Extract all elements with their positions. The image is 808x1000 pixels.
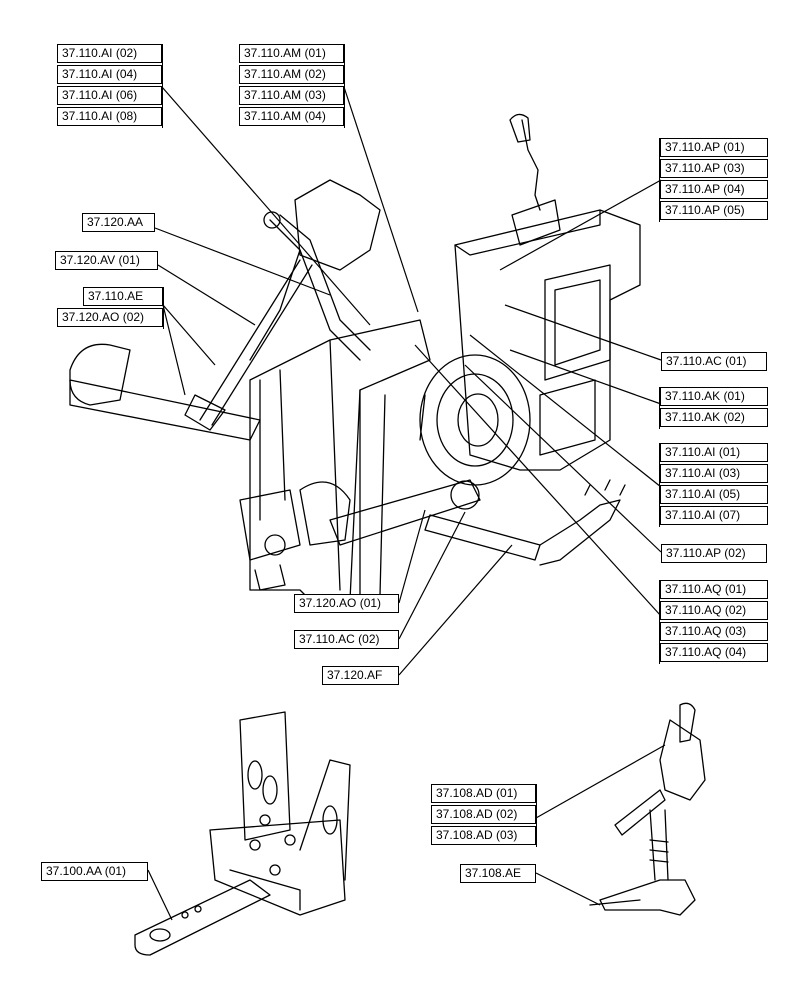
callout-ao-01: 37.120.AO (01) [294,594,399,613]
callout-ap-02: 37.110.AP (02) [661,544,767,563]
callout-am-03: 37.110.AM (03) [239,86,344,105]
callout-ak-02: 37.110.AK (02) [660,408,768,427]
callout-am-04: 37.110.AM (04) [239,107,344,126]
callout-ai-05: 37.110.AI (05) [660,485,768,504]
lever-assembly [590,703,705,915]
callout-ap-03: 37.110.AP (03) [660,159,768,178]
callout-am-01: 37.110.AM (01) [239,44,344,63]
callout-ai-04: 37.110.AI (04) [57,65,162,84]
callout-ai-01: 37.110.AI (01) [660,443,768,462]
label-group-ai-left: 37.110.AI (02) 37.110.AI (04) 37.110.AI … [57,44,163,128]
lift-rod [185,260,312,430]
callout-ak-01: 37.110.AK (01) [660,387,768,406]
label-group-ak: 37.110.AK (01) 37.110.AK (02) [659,387,768,429]
callout-ac-02: 37.110.AC (02) [294,630,399,649]
callout-ai-03: 37.110.AI (03) [660,464,768,483]
callout-100-aa-01: 37.100.AA (01) [41,862,148,881]
callout-aa: 37.120.AA [82,213,155,232]
callout-ap-01: 37.110.AP (01) [660,138,768,157]
gear-lever [510,114,560,245]
callout-ai-06: 37.110.AI (06) [57,86,162,105]
lower-link-right [300,480,480,545]
callout-ae: 37.110.AE [83,287,163,306]
callout-aq-04: 37.110.AQ (04) [660,643,768,662]
callout-aq-03: 37.110.AQ (03) [660,622,768,641]
label-group-am: 37.110.AM (01) 37.110.AM (02) 37.110.AM … [239,44,345,128]
callout-av-01: 37.120.AV (01) [55,251,158,270]
callout-ad-02: 37.108.AD (02) [431,805,536,824]
top-link [264,212,370,360]
drawbar-assembly [135,712,350,955]
callout-ac-01: 37.110.AC (01) [661,352,767,371]
lift-frame [250,180,430,610]
callout-ap-05: 37.110.AP (05) [660,201,768,220]
callout-ai-07: 37.110.AI (07) [660,506,768,525]
callout-ai-08: 37.110.AI (08) [57,107,162,126]
label-group-ai-right: 37.110.AI (01) 37.110.AI (03) 37.110.AI … [659,443,768,527]
callout-am-02: 37.110.AM (02) [239,65,344,84]
callout-ao-02: 37.120.AO (02) [57,308,163,327]
callout-ad-01: 37.108.AD (01) [431,784,536,803]
callout-ap-04: 37.110.AP (04) [660,180,768,199]
callout-af: 37.120.AF [322,666,399,685]
callout-ad-03: 37.108.AD (03) [431,826,536,845]
callout-108-ae: 37.108.AE [460,864,536,883]
label-group-ad: 37.108.AD (01) 37.108.AD (02) 37.108.AD … [431,784,537,847]
label-group-ae: 37.110.AE 37.120.AO (02) [57,287,164,329]
label-group-aq: 37.110.AQ (01) 37.110.AQ (02) 37.110.AQ … [659,580,768,664]
callout-aq-01: 37.110.AQ (01) [660,580,768,599]
label-group-ap-top: 37.110.AP (01) 37.110.AP (03) 37.110.AP … [659,138,768,222]
callout-ai-02: 37.110.AI (02) [57,44,162,63]
leader-lines [148,87,665,920]
lower-link-left [70,344,260,440]
callout-aq-02: 37.110.AQ (02) [660,601,768,620]
hitch-block [240,490,300,590]
pto-shaft [425,480,625,565]
